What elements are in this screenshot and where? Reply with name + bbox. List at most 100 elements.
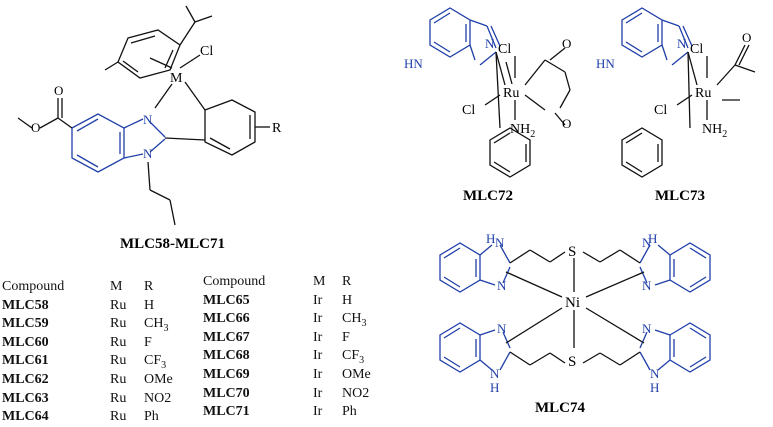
r-group-cell: NO2	[342, 385, 370, 401]
mlc73-nh2-label: NH2	[702, 122, 727, 140]
r-group-cell: OMe	[342, 366, 371, 382]
mlc73-caption: MLC73	[655, 188, 705, 204]
table-row: MLC64 Ru Ph	[2, 408, 202, 427]
mlc74-ni-label: Ni	[565, 295, 580, 311]
mlc58-71-ligand	[17, 98, 206, 226]
header-compound: Compound	[2, 279, 65, 294]
compound-id: MLC68	[203, 348, 250, 364]
metal-cell: Ru	[110, 334, 127, 350]
metal-cell: Ru	[110, 409, 127, 425]
metal-cell: Ir	[313, 404, 323, 420]
mlc74-nh-tr-label: H	[648, 231, 657, 246]
metal-cell: Ru	[110, 316, 127, 332]
r-group-cell: H	[342, 292, 353, 308]
metal-cell: Ir	[313, 311, 323, 327]
mlc73-structure	[621, 7, 756, 178]
mlc72-nh2-label: NH2	[510, 122, 535, 140]
mlc74-hb-br-label: H	[650, 380, 659, 395]
mlc73-cl2-label: Cl	[654, 103, 667, 118]
mlc72-caption: MLC72	[463, 188, 513, 204]
metal-cell: Ir	[313, 348, 323, 364]
header-r: R	[342, 274, 352, 289]
compound-id: MLC65	[203, 292, 250, 308]
amine-n-label: N	[143, 146, 153, 161]
compound-id: MLC70	[203, 385, 250, 401]
mlc72-nh-label: HN	[404, 56, 423, 71]
r-group-cell: OMe	[144, 371, 173, 387]
mlc74-n-tr-label: N	[642, 235, 652, 250]
r-group-cell: H	[144, 297, 155, 313]
mlc74-n-bl-label: N	[497, 321, 507, 336]
header-compound: Compound	[203, 274, 266, 289]
table-row: MLC65 Ir H	[203, 292, 403, 311]
series-caption: MLC58-MLC71	[120, 236, 225, 252]
header-m: M	[110, 279, 123, 294]
mlc74-n-br-label: N	[642, 321, 652, 336]
mlc73-n-label: N	[677, 36, 687, 51]
mlc72-cl1-label: Cl	[498, 42, 511, 57]
mlc72-structure	[429, 7, 571, 178]
mlc73-nh-label: HN	[596, 56, 615, 71]
mlc72-cl2-label: Cl	[462, 103, 475, 118]
r-group-cell: CH3	[342, 311, 367, 329]
compound-id: MLC71	[203, 404, 250, 420]
mlc74-nh-tl-label: H	[486, 231, 495, 246]
mlc74-nb-bl-label: N	[490, 366, 500, 381]
mlc74-n-tl-label: N	[495, 235, 505, 250]
metal-cell: Ru	[110, 297, 127, 313]
table-row: MLC63 Ru NO2	[2, 390, 202, 409]
compound-id: MLC58	[2, 297, 49, 313]
r-group-cell: Ph	[342, 404, 357, 420]
metal-cell: Ru	[110, 353, 127, 369]
mlc74-hb-bl-label: H	[490, 380, 499, 395]
imine-n-label: N	[143, 112, 153, 127]
r-group-cell: Ph	[144, 409, 159, 425]
mlc74-n2-tl-label: N	[497, 278, 507, 293]
r-group-cell: CF3	[144, 353, 167, 372]
table-header: Compound M R	[203, 273, 403, 292]
mlc74-s-top-label: S	[568, 244, 576, 260]
header-r: R	[144, 279, 154, 294]
r-group-cell: CH3	[144, 316, 169, 334]
table-row: MLC71 Ir Ph	[203, 403, 403, 422]
mlc72-o2-label: O	[562, 116, 571, 131]
table-header: Compound M R	[2, 278, 202, 297]
header-m: M	[313, 274, 326, 289]
r-group-cell: F	[342, 329, 350, 345]
table-row: MLC58 Ru H	[2, 297, 202, 316]
mlc74-s-bottom-label: S	[568, 354, 576, 370]
mlc73-ru-label: Ru	[695, 86, 711, 101]
mlc73-cl1-label: Cl	[690, 42, 703, 57]
chloride-label: Cl	[200, 44, 213, 59]
table-row: MLC68 Ir CF3	[203, 347, 403, 366]
metal-label: M	[170, 71, 183, 86]
metal-cell: Ir	[313, 292, 323, 308]
compound-id: MLC64	[2, 409, 49, 425]
mlc74-nb-br-label: N	[650, 366, 660, 381]
ether-o-label: O	[31, 120, 40, 135]
r-group-cell: F	[144, 334, 152, 350]
compound-id: MLC63	[2, 390, 49, 406]
mlc73-o-label: O	[742, 30, 751, 45]
r-group-cell: CF3	[342, 348, 365, 367]
mlc72-ru-label: Ru	[503, 86, 519, 101]
compound-id: MLC67	[203, 329, 250, 345]
compound-id: MLC61	[2, 353, 49, 369]
mlc72-n-label: N	[485, 36, 495, 51]
r-group-label: R	[272, 121, 282, 136]
compound-id: MLC62	[2, 371, 49, 387]
metal-cell: Ru	[110, 390, 127, 406]
mlc74-n2-tr-label: N	[642, 278, 652, 293]
r-group-cell: NO2	[144, 390, 172, 406]
carbonyl-o-label: O	[54, 83, 63, 98]
mlc72-o1-label: O	[562, 36, 571, 51]
mlc74-caption: MLC74	[535, 400, 585, 416]
